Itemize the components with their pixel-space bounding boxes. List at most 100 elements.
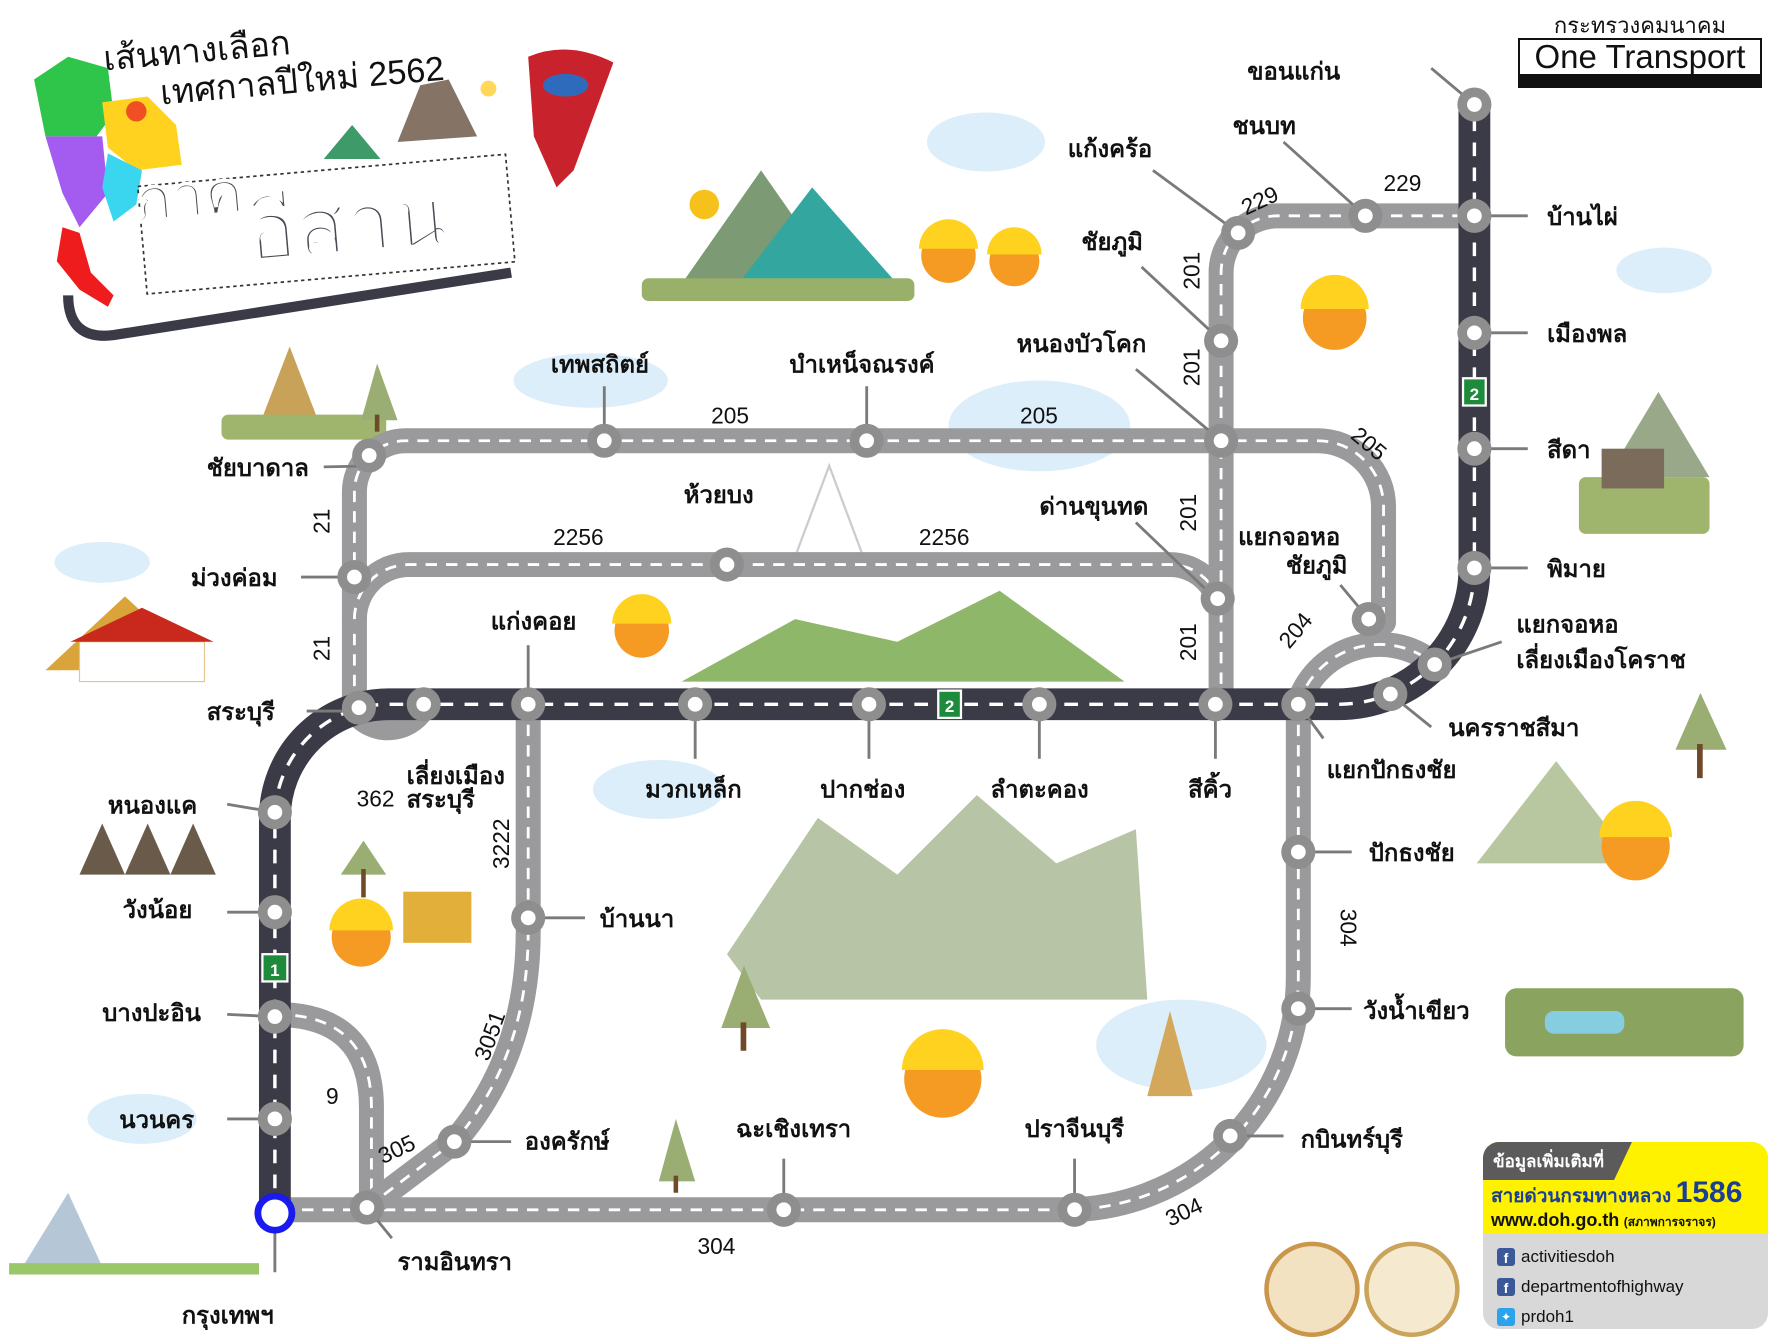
station-node[interactable] [1457,87,1492,122]
station-node[interactable] [511,900,546,935]
station-label[interactable]: ห้วยบง [684,482,754,509]
station-label[interactable]: กบินทร์บุรี [1301,1125,1404,1154]
station-label[interactable]: ด่านขุนทด [1039,494,1148,522]
mascot [987,227,1042,287]
svg-text:2: 2 [1470,385,1479,404]
station-label[interactable]: บางปะอิน [102,1000,201,1027]
station-label[interactable]: วังน้อย [123,897,193,924]
station-node[interactable] [849,423,884,458]
station-labels: ขอนแก่น กรุงเทพฯ บ้านไผ่ เมืองพล สีดา พิ… [102,59,1686,1331]
station-node[interactable] [1457,315,1492,350]
station-node[interactable] [1198,687,1233,722]
mascot [901,1029,984,1118]
station-node[interactable] [1200,581,1235,616]
station-label[interactable]: สีดา [1547,437,1590,464]
station-node[interactable] [1417,647,1452,682]
station-label[interactable]: ชัยภูมิ [1081,229,1143,257]
station-node[interactable] [257,795,292,830]
station-node[interactable] [1204,423,1239,458]
svg-text:2: 2 [945,697,954,716]
station-label[interactable]: ม่วงค่อม [191,565,278,592]
station-label[interactable]: ลำตะคอง [991,776,1089,803]
station-label[interactable]: บ้านไผ่ [1547,202,1618,231]
station-node[interactable] [257,999,292,1034]
region-word2: อีสาน [244,171,452,279]
station-node[interactable] [851,687,886,722]
station-node[interactable] [1204,323,1239,358]
station-node[interactable] [257,895,292,930]
station-node[interactable] [257,1101,292,1136]
station-label[interactable]: บ้านนา [600,906,675,933]
station-node[interactable] [349,1190,384,1225]
station-node[interactable] [1022,687,1057,722]
station-label[interactable]: ชนบท [1232,113,1295,140]
website-link[interactable]: www.doh.go.th [1491,1210,1620,1230]
route-number: 201 [1179,348,1205,386]
station-label[interactable]: ปราจีนบุรี [1025,1116,1125,1144]
station-label[interactable]: เลี่ยงเมืองโคราช [1516,643,1685,674]
station-label[interactable]: เลี่ยงเมือง [407,759,505,790]
station-node[interactable] [1457,550,1492,586]
station-node[interactable] [1213,1118,1248,1153]
station-label[interactable]: แยกจอหอ [1238,524,1340,551]
station-label[interactable]: บำเหน็จณรงค์ [789,350,934,379]
station-node[interactable] [1281,991,1316,1026]
station-label[interactable]: หนองบัวโคก [1017,329,1147,358]
origin-node[interactable] [254,1192,296,1234]
station-label[interactable]: นครราชสีมา [1448,715,1579,742]
station-label[interactable]: นวนคร [119,1107,194,1134]
station-node[interactable] [1348,198,1383,233]
station-label[interactable]: แก่งคอย [491,608,577,635]
station-label[interactable]: เทพสถิตย์ [551,351,649,379]
station-node[interactable] [1457,198,1492,233]
hills [681,590,1125,682]
social-item[interactable]: ✦ prdoh1 [1497,1302,1768,1329]
origin-label[interactable]: กรุงเทพฯ [182,1302,274,1330]
station-label[interactable]: สระบุรี [407,787,475,815]
station-node[interactable] [587,423,622,458]
station-label[interactable]: แยกปักธงชัย [1327,757,1457,784]
hotline-number[interactable]: 1586 [1675,1176,1743,1209]
station-label[interactable]: รามอินทรา [398,1249,512,1276]
station-label[interactable]: ฉะเชิงเทรา [736,1116,851,1143]
station-node[interactable] [1057,1192,1092,1227]
svg-text:1: 1 [270,961,279,980]
station-label[interactable]: ชัยภูมิ [1286,553,1348,581]
info-heading: ข้อมูลเพิ่มเติมที่ [1483,1142,1632,1180]
station-label[interactable]: แยกจอหอ [1516,612,1618,639]
station-node[interactable] [337,560,372,595]
station-label[interactable]: สระบุรี [207,699,275,727]
station-label[interactable]: วังน้ำเขียว [1363,993,1470,1025]
station-node[interactable] [678,687,713,722]
station-node[interactable] [341,690,376,725]
station-label[interactable]: พิมาย [1547,556,1606,583]
station-node[interactable] [1281,687,1316,722]
station-node[interactable] [1281,834,1316,869]
station-node[interactable] [511,687,546,722]
route-number: 205 [1020,403,1058,429]
station-node[interactable] [1221,215,1256,250]
social-item[interactable]: f departmentofhighway [1497,1272,1768,1302]
station-node[interactable] [1351,602,1386,637]
station-label[interactable]: สีคิ้ว [1188,771,1232,803]
station-label[interactable]: ปากช่อง [820,776,905,803]
station-label[interactable]: องครักษ์ [525,1128,610,1156]
station-node[interactable] [709,547,745,582]
station-node[interactable] [766,1192,801,1227]
station-node[interactable] [352,438,387,473]
station-label[interactable]: ชัยบาดาล [207,455,309,482]
station-node[interactable] [406,687,441,722]
station-label[interactable]: เมืองพล [1547,321,1627,348]
station-label[interactable]: มวกเหล็ก [645,774,741,803]
station-label[interactable]: ปักธงชัย [1369,840,1455,867]
destination-label[interactable]: ขอนแก่น [1247,59,1341,86]
station-label[interactable]: แก้งคร้อ [1068,136,1153,163]
station-label[interactable]: หนองแค [108,792,197,819]
station-node[interactable] [1373,677,1408,712]
station-node[interactable] [437,1124,472,1159]
route-number: 204 [1273,607,1317,653]
station-node[interactable] [1457,431,1492,466]
social-item[interactable]: f activitiesdoh [1497,1242,1768,1272]
location-pin-icon [126,101,147,122]
